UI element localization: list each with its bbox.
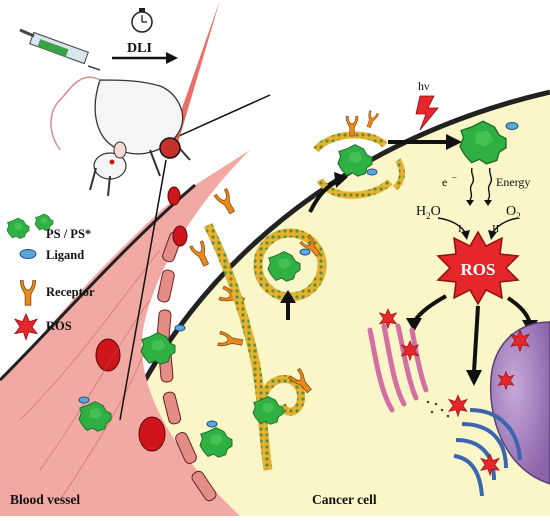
endoplasmic-reticulum — [453, 408, 522, 497]
type-i-label: I — [458, 223, 462, 235]
light-bolt-icon — [415, 95, 439, 131]
vesicle-dots — [426, 400, 450, 418]
receptor-icon — [19, 280, 37, 306]
svg-text:–: – — [451, 172, 457, 182]
golgi-apparatus — [367, 323, 429, 413]
ligand-icon — [19, 249, 37, 259]
h2o-label: H2O — [416, 204, 441, 221]
syringe-icon — [19, 28, 101, 71]
legend-label-ligand: Ligand — [46, 248, 84, 262]
dli-label: DLI — [127, 41, 152, 56]
legend-label-ros: ROS — [46, 319, 72, 333]
ros-label: ROS — [461, 260, 496, 279]
blood-vessel-label: Blood vessel — [10, 492, 80, 507]
stopwatch-icon — [131, 8, 153, 33]
energy-label: Energy — [496, 175, 530, 189]
nucleus — [489, 321, 550, 485]
blood-vessel-region — [0, 150, 250, 516]
legend-item-receptor: Receptor — [19, 280, 95, 306]
membrane-invagination — [203, 223, 316, 471]
endosome — [253, 228, 327, 302]
dli-arrow — [112, 52, 178, 64]
electron-label: e — [442, 175, 447, 189]
legend-label-receptor: Receptor — [46, 285, 95, 299]
type-ii-label: II — [492, 223, 500, 235]
ros-burst: ROS — [436, 230, 520, 306]
legend: PS / PS* Ligand Receptor ROS — [6, 213, 95, 341]
ruptured-endosome — [313, 110, 405, 199]
svg-text:O2: O2 — [506, 204, 521, 221]
o2-label: O2 — [506, 204, 521, 221]
legend-label-ps: PS / PS* — [46, 227, 91, 241]
ros-star-icon — [14, 313, 38, 341]
cancer-cell-label: Cancer cell — [312, 492, 377, 507]
mouse-illustration — [50, 76, 191, 197]
legend-item-ps: PS / PS* — [6, 213, 91, 241]
zoom-lines — [119, 94, 271, 421]
svg-text:H2O: H2O — [416, 204, 441, 221]
ps-in-vessel — [78, 324, 233, 458]
legend-item-ros: ROS — [14, 313, 72, 341]
light-symbol: hν — [418, 79, 430, 93]
legend-item-ligand: Ligand — [19, 248, 84, 262]
excited-ps — [459, 120, 519, 165]
